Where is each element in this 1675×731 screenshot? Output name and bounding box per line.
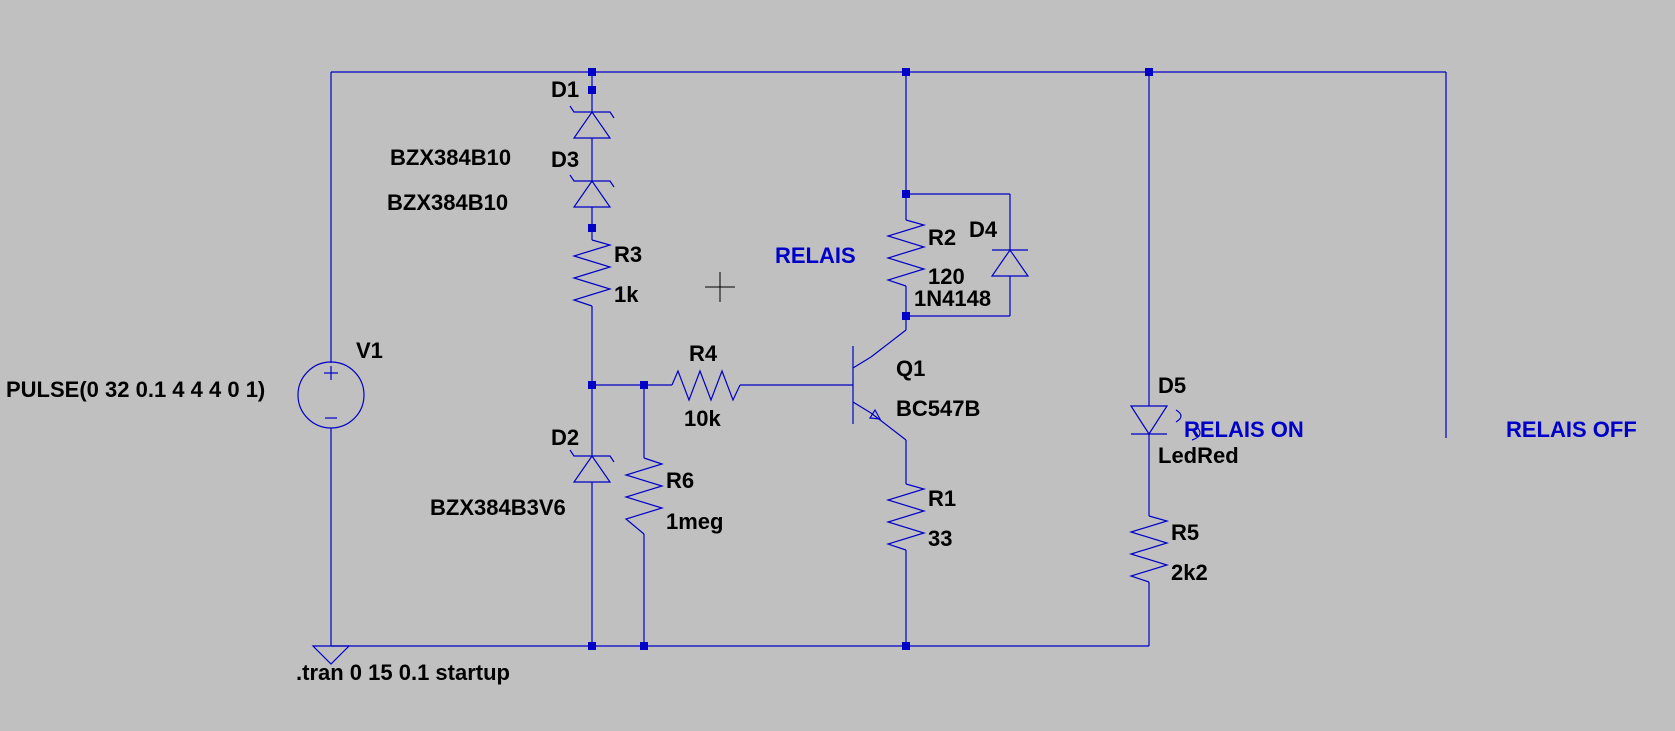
label-d4-value: 1N4148	[914, 286, 991, 311]
wires	[330, 71, 1447, 647]
label-d3-value: BZX384B10	[387, 190, 508, 215]
label-q1-value: BC547B	[896, 396, 980, 421]
label-d1-ref: D1	[551, 77, 579, 102]
resistor-r6[interactable]	[623, 457, 665, 535]
label-v1-value: PULSE(0 32 0.1 4 4 4 0 1)	[6, 377, 265, 402]
label-r5-ref: R5	[1171, 520, 1199, 545]
resistor-r2[interactable]	[885, 219, 927, 287]
net-label-relais-off: RELAIS OFF	[1506, 417, 1637, 442]
resistor-r1[interactable]	[885, 483, 927, 551]
label-d5-ref: D5	[1158, 373, 1186, 398]
label-r2-ref: R2	[928, 225, 956, 250]
resistor-r5[interactable]	[1128, 515, 1170, 583]
zener-diode-d2[interactable]	[569, 449, 615, 483]
label-d2-ref: D2	[551, 425, 579, 450]
label-r3-ref: R3	[614, 242, 642, 267]
label-d2-value: BZX384B3V6	[430, 495, 566, 520]
diode-d4[interactable]	[990, 248, 1030, 277]
label-r4-value: 10k	[684, 406, 721, 431]
transistor-q1[interactable]	[852, 346, 882, 424]
junction-dots	[588, 68, 1153, 650]
label-r1-ref: R1	[928, 486, 956, 511]
label-v1-ref: V1	[356, 338, 383, 363]
spice-directive[interactable]: .tran 0 15 0.1 startup	[296, 660, 510, 685]
label-r2-value: 120	[928, 264, 965, 289]
label-d3-ref: D3	[551, 147, 579, 172]
resistor-r4[interactable]	[671, 369, 741, 402]
label-r6-ref: R6	[666, 468, 694, 493]
net-label-relais-on: RELAIS ON	[1184, 417, 1304, 442]
label-d4-ref: D4	[969, 217, 998, 242]
ground-icon	[311, 645, 351, 665]
zener-diode-d3[interactable]	[569, 174, 615, 208]
net-label-relais: RELAIS	[775, 243, 856, 268]
voltage-source-v1[interactable]	[297, 361, 365, 429]
label-d5-value: LedRed	[1158, 443, 1239, 468]
label-r5-value: 2k2	[1171, 560, 1208, 585]
zener-diode-d1[interactable]	[569, 105, 615, 139]
crosshair-icon	[705, 272, 735, 302]
label-r4-ref: R4	[689, 341, 718, 366]
label-r3-value: 1k	[614, 282, 639, 307]
led-d5[interactable]	[1129, 405, 1201, 441]
label-d1-value: BZX384B10	[390, 145, 511, 170]
label-r1-value: 33	[928, 526, 952, 551]
resistor-r3[interactable]	[571, 239, 613, 307]
label-r6-value: 1meg	[666, 509, 723, 534]
label-q1-ref: Q1	[896, 356, 925, 381]
